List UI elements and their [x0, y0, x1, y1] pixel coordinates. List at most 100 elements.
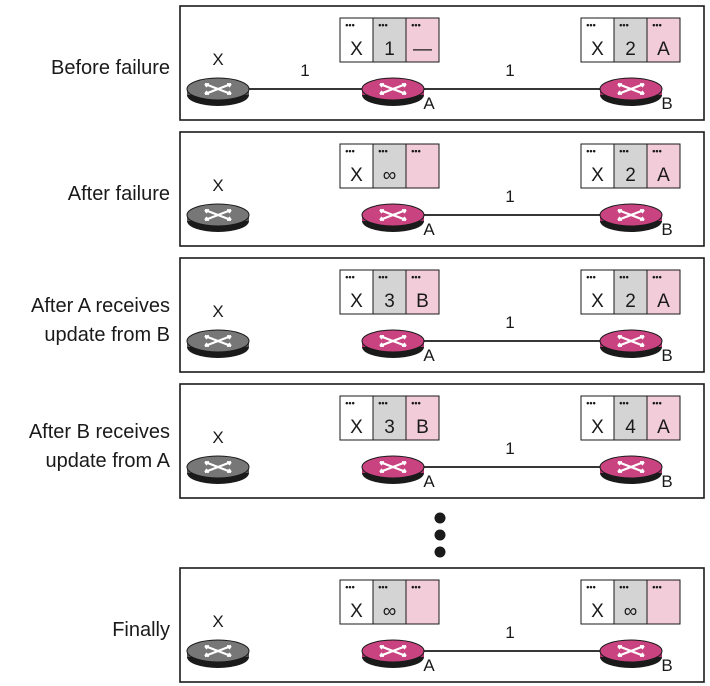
table-next-value: B: [416, 291, 429, 312]
node-label-a: A: [423, 656, 435, 675]
cell-marker-icon: •••: [345, 146, 354, 156]
link-a-b-cost: 1: [505, 623, 514, 642]
routing-table-b: •••X•••2•••A: [580, 17, 681, 63]
router-a-icon: [361, 639, 425, 668]
panel-label: Before failure: [51, 57, 170, 79]
table-cell-next: [405, 395, 440, 441]
table-cost-value: 3: [384, 291, 395, 312]
router-a-icon: [361, 329, 425, 358]
cell-marker-icon: •••: [411, 20, 420, 30]
routing-table-b: •••X•••2•••A: [580, 143, 681, 189]
cell-marker-icon: •••: [378, 582, 387, 592]
router-x-icon: [186, 77, 250, 106]
node-label-b: B: [661, 656, 672, 675]
table-next-value: A: [657, 417, 670, 438]
table-dest-value: X: [350, 601, 363, 622]
cell-marker-icon: •••: [411, 146, 420, 156]
cell-marker-icon: •••: [619, 272, 628, 282]
node-label-x: X: [212, 612, 223, 631]
cell-marker-icon: •••: [411, 272, 420, 282]
table-next-value: A: [657, 165, 670, 186]
table-cost-value: ∞: [383, 165, 397, 186]
table-cell-next: [405, 269, 440, 315]
table-dest-value: X: [350, 291, 363, 312]
table-cell-cost: [372, 269, 407, 315]
table-cost-value: 2: [625, 39, 636, 60]
node-label-b: B: [661, 346, 672, 365]
cell-marker-icon: •••: [345, 398, 354, 408]
node-label-a: A: [423, 472, 435, 491]
node-label-x: X: [212, 428, 223, 447]
table-cost-value: ∞: [624, 601, 638, 622]
table-cell-next: [405, 17, 440, 63]
table-cell-next: [646, 143, 681, 189]
cell-marker-icon: •••: [378, 146, 387, 156]
cell-marker-icon: •••: [619, 146, 628, 156]
panel-label: update from A: [45, 450, 170, 472]
table-cell-cost: [372, 17, 407, 63]
table-next-value: —: [413, 39, 432, 60]
cell-marker-icon: •••: [619, 20, 628, 30]
routing-table-b: •••X•••2•••A: [580, 269, 681, 315]
router-x-icon: [186, 455, 250, 484]
vertical-ellipsis-icon: [434, 512, 446, 558]
cell-marker-icon: •••: [586, 146, 595, 156]
panel-label: After A receives: [31, 295, 170, 317]
router-b-icon: [599, 329, 663, 358]
cell-marker-icon: •••: [378, 20, 387, 30]
cell-marker-icon: •••: [586, 20, 595, 30]
table-dest-value: X: [591, 39, 604, 60]
node-label-a: A: [423, 94, 435, 113]
cell-marker-icon: •••: [411, 582, 420, 592]
router-x-icon: [186, 203, 250, 232]
table-cell-next: [646, 269, 681, 315]
table-cell-dest: [339, 579, 374, 625]
router-a-icon: [361, 455, 425, 484]
table-cost-value: 2: [625, 291, 636, 312]
cell-marker-icon: •••: [378, 398, 387, 408]
node-label-b: B: [661, 94, 672, 113]
panel-label: update from B: [44, 324, 170, 346]
table-dest-value: X: [591, 601, 604, 622]
table-cell-dest: [580, 17, 615, 63]
link-a-b-cost: 1: [505, 439, 514, 458]
routing-table-a: •••X•••3•••B: [339, 395, 440, 441]
routing-table-b: •••X•••∞•••: [580, 579, 681, 625]
table-cost-value: ∞: [383, 601, 397, 622]
router-b-icon: [599, 203, 663, 232]
panel-label: After failure: [68, 183, 170, 205]
cell-marker-icon: •••: [652, 272, 661, 282]
table-cell-dest: [339, 269, 374, 315]
node-label-b: B: [661, 220, 672, 239]
router-b-icon: [599, 455, 663, 484]
table-cell-dest: [580, 269, 615, 315]
router-b-icon: [599, 639, 663, 668]
cell-marker-icon: •••: [378, 272, 387, 282]
table-next-value: A: [657, 39, 670, 60]
table-cell-cost: [613, 269, 648, 315]
table-dest-value: X: [591, 417, 604, 438]
table-cost-value: 1: [384, 39, 395, 60]
router-x-icon: [186, 639, 250, 668]
table-cell-dest: [580, 579, 615, 625]
node-label-b: B: [661, 472, 672, 491]
table-cost-value: 3: [384, 417, 395, 438]
table-cost-value: 4: [625, 417, 636, 438]
node-label-a: A: [423, 220, 435, 239]
table-cell-next: [405, 143, 440, 189]
cell-marker-icon: •••: [345, 272, 354, 282]
link-a-b-cost: 1: [505, 187, 514, 206]
table-cell-next: [646, 17, 681, 63]
cell-marker-icon: •••: [345, 20, 354, 30]
node-label-x: X: [212, 50, 223, 69]
routing-table-a: ••• X ••• 3 ••• B: [339, 269, 440, 315]
routing-table-a: •••X•••1•••—: [339, 17, 440, 63]
router-a-icon: [361, 77, 425, 106]
cell-marker-icon: •••: [652, 398, 661, 408]
panel-label: Finally: [112, 619, 170, 641]
table-cell-next: [646, 395, 681, 441]
table-cell-cost: [372, 579, 407, 625]
